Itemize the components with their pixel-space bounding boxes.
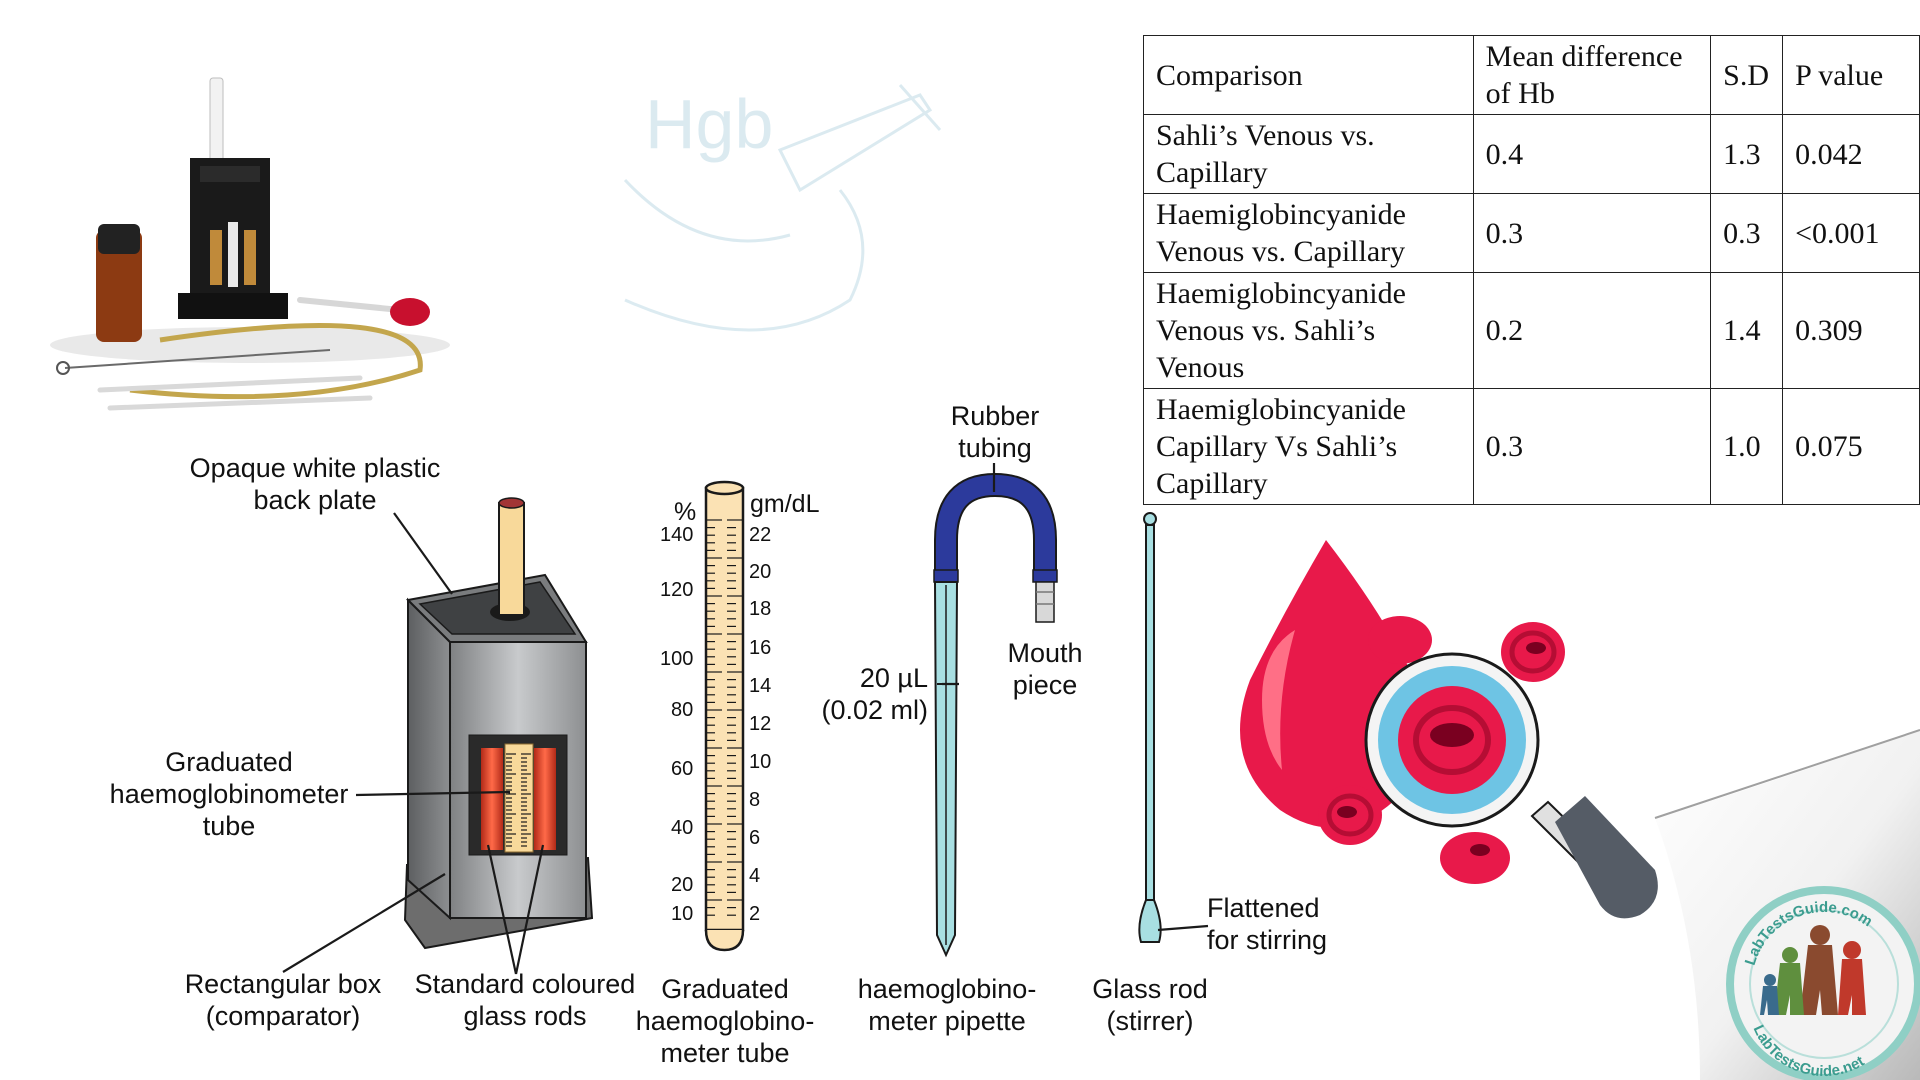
header-mean-difference: Mean difference of Hb [1472, 35, 1712, 115]
gdl-tick: 4 [749, 865, 761, 887]
gdl-tick: 16 [749, 637, 772, 659]
percent-unit: % [674, 498, 697, 526]
label-comparator: Rectangular box (comparator) [184, 969, 382, 1031]
label-glass-rod: Glass rod (stirrer) [1092, 974, 1208, 1036]
gdl-tick: 2 [749, 903, 761, 925]
percent-tick: 100 [660, 648, 694, 670]
percent-tick: 10 [671, 903, 694, 925]
cell-comparison: Haemiglobincyanide Venous vs. Capillary [1143, 193, 1474, 273]
blood-magnifier-illustration [1240, 540, 1658, 919]
tube-graduations [706, 519, 743, 916]
box-tube-graduations [506, 753, 531, 847]
label-rubber-tubing: Rubber tubing [950, 401, 1040, 463]
header-p-value: P value [1782, 35, 1920, 115]
cell-sd: 0.3 [1710, 193, 1784, 273]
gdl-tick: 6 [749, 827, 761, 849]
comparator-box [403, 497, 594, 950]
sahli-kit-photo [50, 77, 450, 411]
cell-p: 0.309 [1782, 272, 1920, 389]
percent-tick: 80 [671, 699, 694, 721]
table-row: Haemiglobincyanide Venous vs. Capillary … [1143, 193, 1920, 273]
table-row: Haemiglobincyanide Venous vs. Sahli’s Ve… [1143, 272, 1920, 389]
cell-sd: 1.3 [1710, 114, 1784, 194]
label-graduated-tube-inset: Graduated haemoglobinometer tube [109, 747, 349, 841]
gdl-tick: 18 [749, 598, 772, 620]
label-back-plate: Opaque white plastic back plate [189, 453, 441, 515]
label-pipette-volume: 20 µL (0.02 ml) [821, 663, 928, 725]
gdl-unit: gm/dL [750, 490, 820, 518]
label-standard-rods: Standard coloured glass rods [414, 969, 636, 1031]
cell-mean: 0.2 [1472, 272, 1712, 389]
glass-rod [1138, 512, 1162, 943]
cell-p: <0.001 [1782, 193, 1920, 273]
table-row: Sahli’s Venous vs. Capillary 0.4 1.3 0.0… [1143, 114, 1920, 194]
cell-sd: 1.4 [1710, 272, 1784, 389]
red-cell-2 [1368, 616, 1432, 664]
gdl-tick: 20 [749, 561, 772, 583]
cell-mean: 0.3 [1472, 193, 1712, 273]
percent-tick: 40 [671, 817, 694, 839]
red-cell-4 [1440, 832, 1510, 884]
label-flattened: Flattened for stirring [1207, 893, 1328, 955]
leader-lines [282, 463, 1209, 975]
watermark-text: Hgb [645, 85, 773, 163]
labtestsguide-logo: LabTestsGuide.com LabTestsGuide.net [1726, 886, 1920, 1080]
cell-comparison: Haemiglobincyanide Capillary Vs Sahli’s … [1143, 388, 1474, 505]
header-sd: S.D [1710, 35, 1784, 115]
gdl-tick: 8 [749, 789, 761, 811]
gdl-tick: 10 [749, 751, 772, 773]
header-comparison: Comparison [1143, 35, 1474, 115]
percent-tick: 140 [660, 524, 694, 546]
label-pipette-caption: haemoglobino- meter pipette [857, 974, 1037, 1036]
graduated-tube [704, 480, 745, 952]
percent-tick: 20 [671, 874, 694, 896]
label-mouth-piece: Mouth piece [1007, 638, 1083, 700]
cell-comparison: Sahli’s Venous vs. Capillary [1143, 114, 1474, 194]
table-row: Haemiglobincyanide Capillary Vs Sahli’s … [1143, 388, 1920, 505]
cell-comparison: Haemiglobincyanide Venous vs. Sahli’s Ve… [1143, 272, 1474, 389]
table-header-row: Comparison Mean difference of Hb S.D P v… [1143, 35, 1920, 115]
label-graduated-tube-caption: Graduated haemoglobino- meter tube [635, 974, 815, 1068]
gdl-tick: 22 [749, 524, 772, 546]
percent-tick: 60 [671, 758, 694, 780]
cell-mean: 0.3 [1472, 388, 1712, 505]
red-cell-1 [1501, 622, 1565, 682]
red-cell-3 [1318, 785, 1382, 845]
hgb-watermark: Hgb [623, 84, 942, 332]
cell-p: 0.042 [1782, 114, 1920, 194]
cell-sd: 1.0 [1710, 388, 1784, 505]
comparison-table: Comparison Mean difference of Hb S.D P v… [1143, 35, 1920, 505]
percent-tick: 120 [660, 579, 694, 601]
cell-p: 0.075 [1782, 388, 1920, 505]
gdl-tick: 14 [749, 675, 772, 697]
cell-mean: 0.4 [1472, 114, 1712, 194]
hb-pipette [933, 472, 1058, 958]
gdl-tick: 12 [749, 713, 772, 735]
